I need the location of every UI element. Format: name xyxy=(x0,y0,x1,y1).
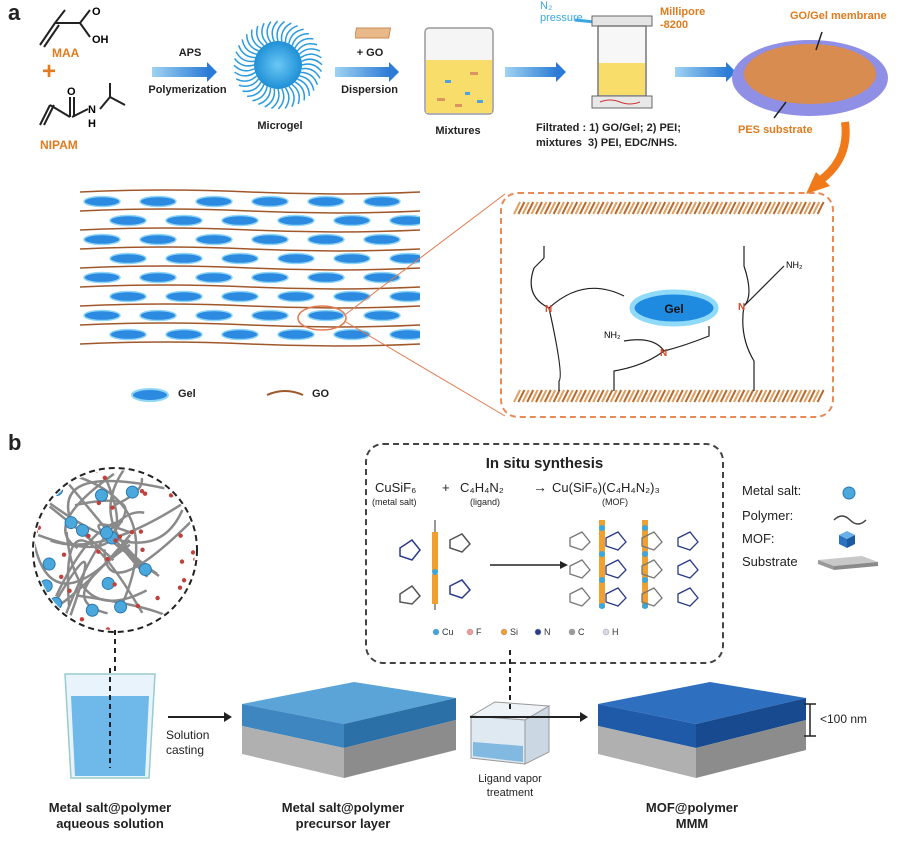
ligand-vapor-label: Ligand vapor treatment xyxy=(478,773,542,799)
atom-dot-cu xyxy=(432,628,440,636)
mof-layer-block xyxy=(598,682,806,778)
atom-label-c: C xyxy=(578,627,585,637)
step2-arrow xyxy=(335,62,399,82)
atom-label-f: F xyxy=(476,627,482,637)
insitu-dashed-connector xyxy=(509,650,511,710)
microgel-icon xyxy=(233,20,323,110)
mixtures-label: Mixtures xyxy=(435,125,481,137)
zoom-box xyxy=(500,192,834,418)
caption-solution: Metal salt@polymer aqueous solution xyxy=(48,800,172,831)
atom-label-h: H xyxy=(612,627,619,637)
caption-mof: MOF@polymer MMM xyxy=(645,800,739,831)
plus-b: + xyxy=(442,480,450,495)
svg-text:N: N xyxy=(88,104,96,116)
step1-arrow xyxy=(152,62,217,82)
atom-label-si: Si xyxy=(510,627,518,637)
legend-go-icon xyxy=(266,390,304,396)
monomer-structures: O OH O N H xyxy=(39,6,126,130)
polymer-network-icon xyxy=(32,467,198,633)
filtration-cell-icon xyxy=(574,15,653,109)
step2-top-label: + GO xyxy=(356,47,384,59)
atom-legend: Cu F Si N C H xyxy=(432,627,619,637)
filtrated-line1: Filtrated : 1) GO/Gel; 2) PEI; xyxy=(536,122,681,134)
gel-center-label: Gel xyxy=(664,302,683,316)
step4-arrow xyxy=(675,62,736,82)
legend-mof: MOF: xyxy=(742,531,775,546)
product-sub: (MOF) xyxy=(602,497,628,507)
reactant2-sub: (ligand) xyxy=(470,497,501,507)
go-sheet-icon xyxy=(355,27,392,39)
maa-label: MAA xyxy=(52,46,80,60)
product: Cu(SiF₆)(C₄H₄N₂)₃ xyxy=(552,480,660,495)
n2-pressure-label: N₂ pressure xyxy=(540,0,583,24)
nipam-label: NIPAM xyxy=(40,138,78,152)
layered-stack-diagram xyxy=(80,189,420,347)
amine-n-2: N xyxy=(738,302,745,313)
molecular-structures xyxy=(399,520,699,610)
thickness-label: <100 nm xyxy=(820,712,868,726)
plus-sign: + xyxy=(42,58,57,85)
panel-b-label: b xyxy=(8,430,22,455)
reactant1-sub: (metal salt) xyxy=(372,497,417,507)
legend-substrate: Substrate xyxy=(742,554,798,569)
legend-gel-icon xyxy=(131,388,169,402)
atom-dot-h xyxy=(602,628,610,636)
reaction-arrow-symbol: → xyxy=(533,479,547,495)
panel-a-label: a xyxy=(8,0,21,25)
microgel-label: Microgel xyxy=(257,120,303,132)
membrane-disc-icon xyxy=(732,31,888,119)
atom-dot-n xyxy=(534,628,542,636)
nh2-label-1: NH₂ xyxy=(786,260,803,270)
insitu-title: In situ synthesis xyxy=(485,455,604,472)
svg-text:OH: OH xyxy=(92,34,109,46)
atom-dot-c xyxy=(568,628,576,636)
caption-precursor: Metal salt@polymer precursor layer xyxy=(281,800,405,831)
atom-label-n: N xyxy=(544,627,551,637)
ligand-vapor-box xyxy=(469,701,551,765)
millipore-label: Millipore -8200 xyxy=(660,6,706,31)
crosslink-detail: Gel N N N NH₂ NH₂ xyxy=(513,201,825,403)
step1-bottom-label: Polymerization xyxy=(148,84,227,96)
svg-text:H: H xyxy=(88,118,96,130)
membrane-label: GO/Gel membrane xyxy=(790,10,887,22)
metal-salt-icon xyxy=(842,486,856,500)
precursor-layer-block xyxy=(242,682,456,778)
vapor-arrow xyxy=(470,712,588,722)
legend-polymer: Polymer: xyxy=(742,508,794,523)
amine-n-3: N xyxy=(660,348,667,359)
insitu-box xyxy=(365,443,724,664)
step1-top-label: APS xyxy=(178,47,202,59)
mixture-beaker-icon xyxy=(424,27,494,115)
legend-go-label: GO xyxy=(312,388,330,400)
casting-arrow xyxy=(168,712,232,722)
svg-text:O: O xyxy=(92,6,101,18)
legend-metal-salt: Metal salt: xyxy=(742,483,802,498)
step2-bottom-label: Dispersion xyxy=(341,84,398,96)
filtrated-line2: mixtures 3) PEI, EDC/NHS. xyxy=(536,137,678,149)
thickness-marker xyxy=(804,703,816,737)
step3-arrow xyxy=(505,62,566,82)
mof-cube-icon xyxy=(839,531,855,548)
zoom-curve-arrow xyxy=(806,121,850,194)
atom-dot-si xyxy=(500,628,508,636)
magnifier-lines xyxy=(297,193,506,417)
nh2-label-2: NH₂ xyxy=(604,330,621,340)
reactant1: CuSiF₆ xyxy=(375,480,417,495)
atom-label-cu: Cu xyxy=(442,627,454,637)
legend-gel-label: Gel xyxy=(178,388,196,400)
atom-dot-f xyxy=(466,628,474,636)
substrate-label: PES substrate xyxy=(738,124,813,136)
svg-text:O: O xyxy=(67,86,76,98)
polymer-icon xyxy=(833,515,867,525)
solution-beaker-icon xyxy=(64,668,156,779)
solution-casting-label: Solution casting xyxy=(166,728,210,757)
reactant2: C₄H₄N₂ xyxy=(460,480,504,495)
substrate-icon xyxy=(818,556,878,570)
amine-n-1: N xyxy=(545,304,552,315)
